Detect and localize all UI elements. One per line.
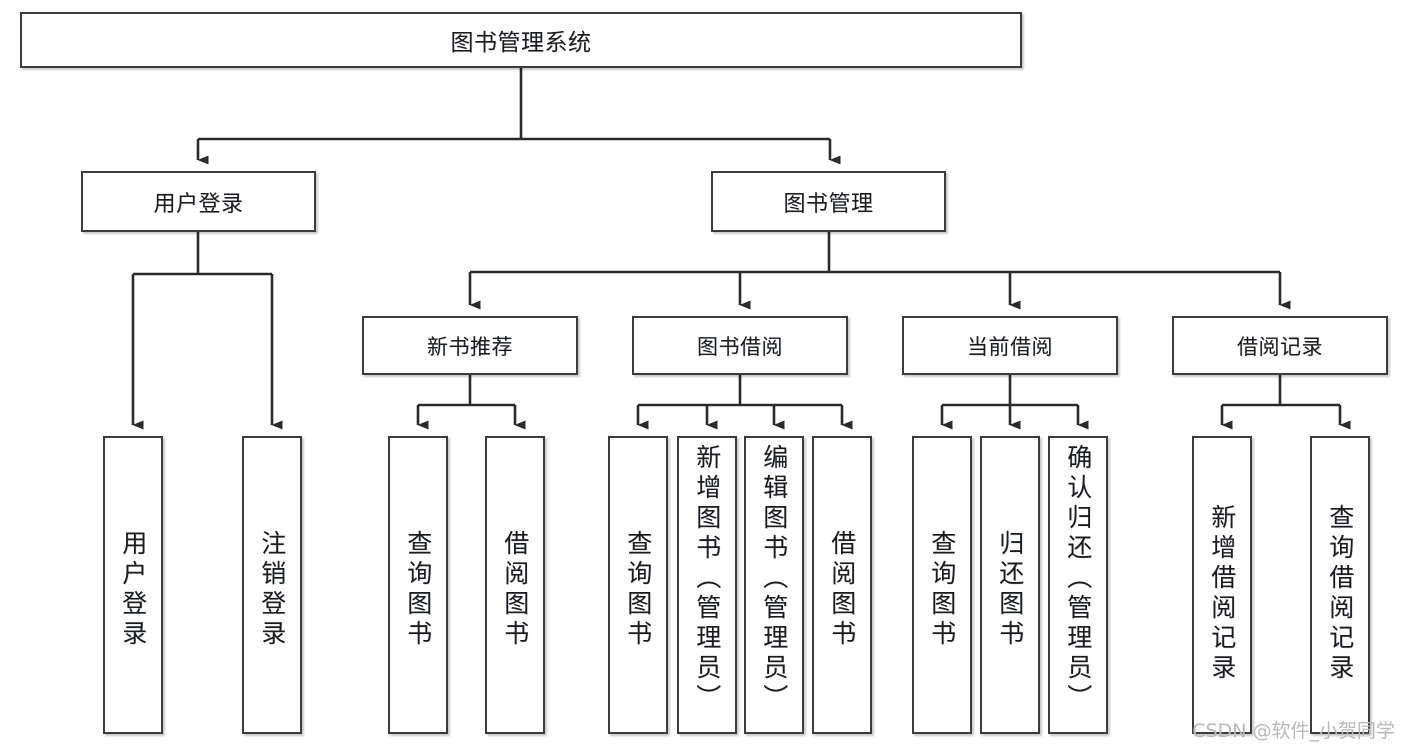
node-leaf-add-book-admin[interactable]: 新增图书（管理员） xyxy=(677,436,737,734)
node-new-book-recommendation[interactable]: 新书推荐 xyxy=(362,316,578,375)
node-label: 查询图书 xyxy=(623,530,653,650)
node-leaf-query-books-current[interactable]: 查询图书 xyxy=(912,436,972,734)
node-label: 借阅记录 xyxy=(1237,334,1323,359)
node-leaf-add-borrow-record[interactable]: 新增借阅记录 xyxy=(1192,436,1252,734)
node-label: 新书推荐 xyxy=(427,334,513,359)
node-label: 图书管理系统 xyxy=(450,30,592,56)
node-label: 归还图书 xyxy=(995,530,1025,650)
node-label: 用户登录 xyxy=(118,530,148,650)
node-label: 新增借阅记录 xyxy=(1207,504,1237,684)
node-borrowing-records[interactable]: 借阅记录 xyxy=(1172,316,1388,375)
node-label: 新增图书（管理员） xyxy=(692,444,722,714)
node-leaf-borrow-books[interactable]: 借阅图书 xyxy=(812,436,872,734)
node-leaf-query-borrow-record[interactable]: 查询借阅记录 xyxy=(1310,436,1370,734)
node-root-book-management-system[interactable]: 图书管理系统 xyxy=(20,12,1022,68)
node-leaf-query-books-borrow[interactable]: 查询图书 xyxy=(608,436,668,734)
node-label: 图书管理 xyxy=(783,191,874,217)
node-leaf-return-books[interactable]: 归还图书 xyxy=(980,436,1040,734)
node-leaf-borrow-books-recommend[interactable]: 借阅图书 xyxy=(485,436,545,734)
node-current-borrowing[interactable]: 当前借阅 xyxy=(902,316,1118,375)
node-label: 图书借阅 xyxy=(697,334,783,359)
node-label: 注销登录 xyxy=(257,530,287,650)
node-book-borrowing[interactable]: 图书借阅 xyxy=(632,316,848,375)
node-label: 确认归还（管理员） xyxy=(1063,444,1093,714)
node-user-login[interactable]: 用户登录 xyxy=(81,171,316,232)
node-label: 借阅图书 xyxy=(827,530,857,650)
node-label: 借阅图书 xyxy=(500,530,530,650)
node-book-management[interactable]: 图书管理 xyxy=(711,171,946,232)
node-leaf-user-login[interactable]: 用户登录 xyxy=(103,436,163,734)
node-label: 编辑图书（管理员） xyxy=(759,444,789,714)
node-leaf-query-books-recommend[interactable]: 查询图书 xyxy=(388,436,448,734)
node-leaf-edit-book-admin[interactable]: 编辑图书（管理员） xyxy=(744,436,804,734)
node-label: 查询图书 xyxy=(927,530,957,650)
node-leaf-confirm-return-admin[interactable]: 确认归还（管理员） xyxy=(1048,436,1108,734)
node-label: 查询图书 xyxy=(403,530,433,650)
node-label: 查询借阅记录 xyxy=(1325,504,1355,684)
node-label: 当前借阅 xyxy=(967,334,1053,359)
node-label: 用户登录 xyxy=(153,191,244,217)
node-leaf-logout[interactable]: 注销登录 xyxy=(242,436,302,734)
